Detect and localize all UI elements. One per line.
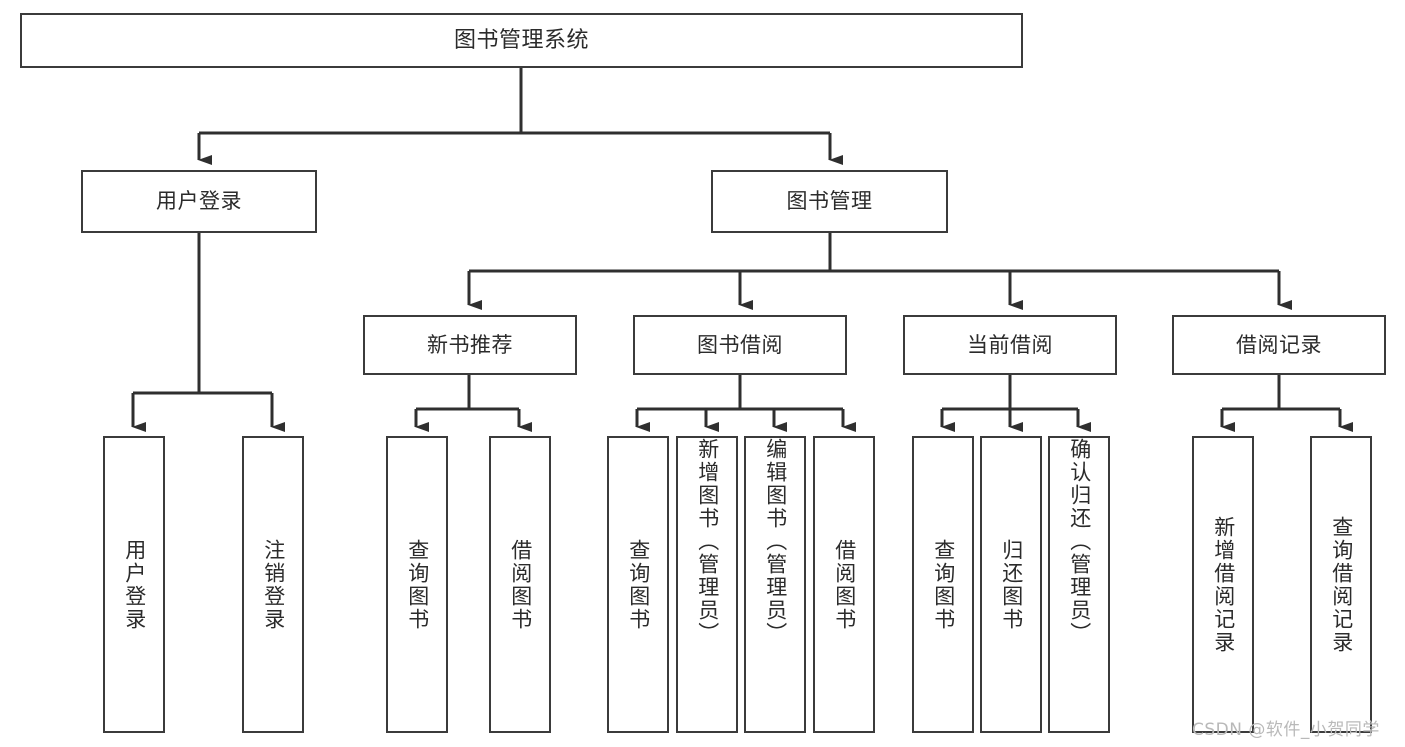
- node-user-login[interactable]: 用户登录: [81, 170, 317, 233]
- node-leaf-edit-book[interactable]: 编辑图书（管理员）: [744, 436, 806, 733]
- node-leaf-query-book-2-label: 查询图书: [626, 538, 651, 631]
- node-leaf-borrow-book-1-label: 借阅图书: [508, 538, 533, 631]
- node-leaf-query-record-label: 查询借阅记录: [1329, 515, 1354, 654]
- node-leaf-borrow-book-1[interactable]: 借阅图书: [489, 436, 551, 733]
- node-leaf-query-record[interactable]: 查询借阅记录: [1310, 436, 1372, 733]
- node-user-login-label: 用户登录: [156, 189, 242, 214]
- node-leaf-return-book-label: 归还图书: [999, 538, 1024, 631]
- node-current-borrow-label: 当前借阅: [967, 332, 1053, 357]
- node-leaf-query-book-1[interactable]: 查询图书: [386, 436, 448, 733]
- node-leaf-query-book-2[interactable]: 查询图书: [607, 436, 669, 733]
- node-new-book-recommend-label: 新书推荐: [427, 332, 513, 357]
- node-leaf-borrow-book-2-label: 借阅图书: [832, 538, 857, 631]
- node-book-management-label: 图书管理: [786, 189, 873, 214]
- csdn-watermark: CSDN @软件_小贺同学: [1192, 720, 1380, 740]
- node-leaf-query-book-3[interactable]: 查询图书: [912, 436, 974, 733]
- node-leaf-return-book[interactable]: 归还图书: [980, 436, 1042, 733]
- node-leaf-add-book-label: 新增图书（管理员）: [695, 438, 720, 645]
- node-leaf-user-logout[interactable]: 注销登录: [242, 436, 304, 733]
- node-current-borrow[interactable]: 当前借阅: [903, 315, 1117, 375]
- node-leaf-add-record[interactable]: 新增借阅记录: [1192, 436, 1254, 733]
- node-leaf-user-logout-label: 注销登录: [261, 538, 286, 631]
- node-leaf-query-book-3-label: 查询图书: [931, 538, 956, 631]
- node-borrow-record[interactable]: 借阅记录: [1172, 315, 1386, 375]
- node-leaf-add-record-label: 新增借阅记录: [1211, 515, 1236, 654]
- node-leaf-user-login-label: 用户登录: [122, 538, 147, 631]
- node-root[interactable]: 图书管理系统: [20, 13, 1023, 68]
- node-leaf-borrow-book-2[interactable]: 借阅图书: [813, 436, 875, 733]
- node-book-borrow[interactable]: 图书借阅: [633, 315, 847, 375]
- node-leaf-user-login[interactable]: 用户登录: [103, 436, 165, 733]
- node-leaf-confirm-return[interactable]: 确认归还（管理员）: [1048, 436, 1110, 733]
- node-book-management[interactable]: 图书管理: [711, 170, 948, 233]
- node-leaf-confirm-return-label: 确认归还（管理员）: [1067, 438, 1092, 645]
- node-leaf-query-book-1-label: 查询图书: [405, 538, 430, 631]
- node-root-label: 图书管理系统: [453, 27, 589, 53]
- node-leaf-edit-book-label: 编辑图书（管理员）: [763, 438, 788, 645]
- node-leaf-add-book[interactable]: 新增图书（管理员）: [676, 436, 738, 733]
- node-book-borrow-label: 图书借阅: [697, 332, 783, 357]
- node-borrow-record-label: 借阅记录: [1236, 332, 1322, 357]
- node-new-book-recommend[interactable]: 新书推荐: [363, 315, 577, 375]
